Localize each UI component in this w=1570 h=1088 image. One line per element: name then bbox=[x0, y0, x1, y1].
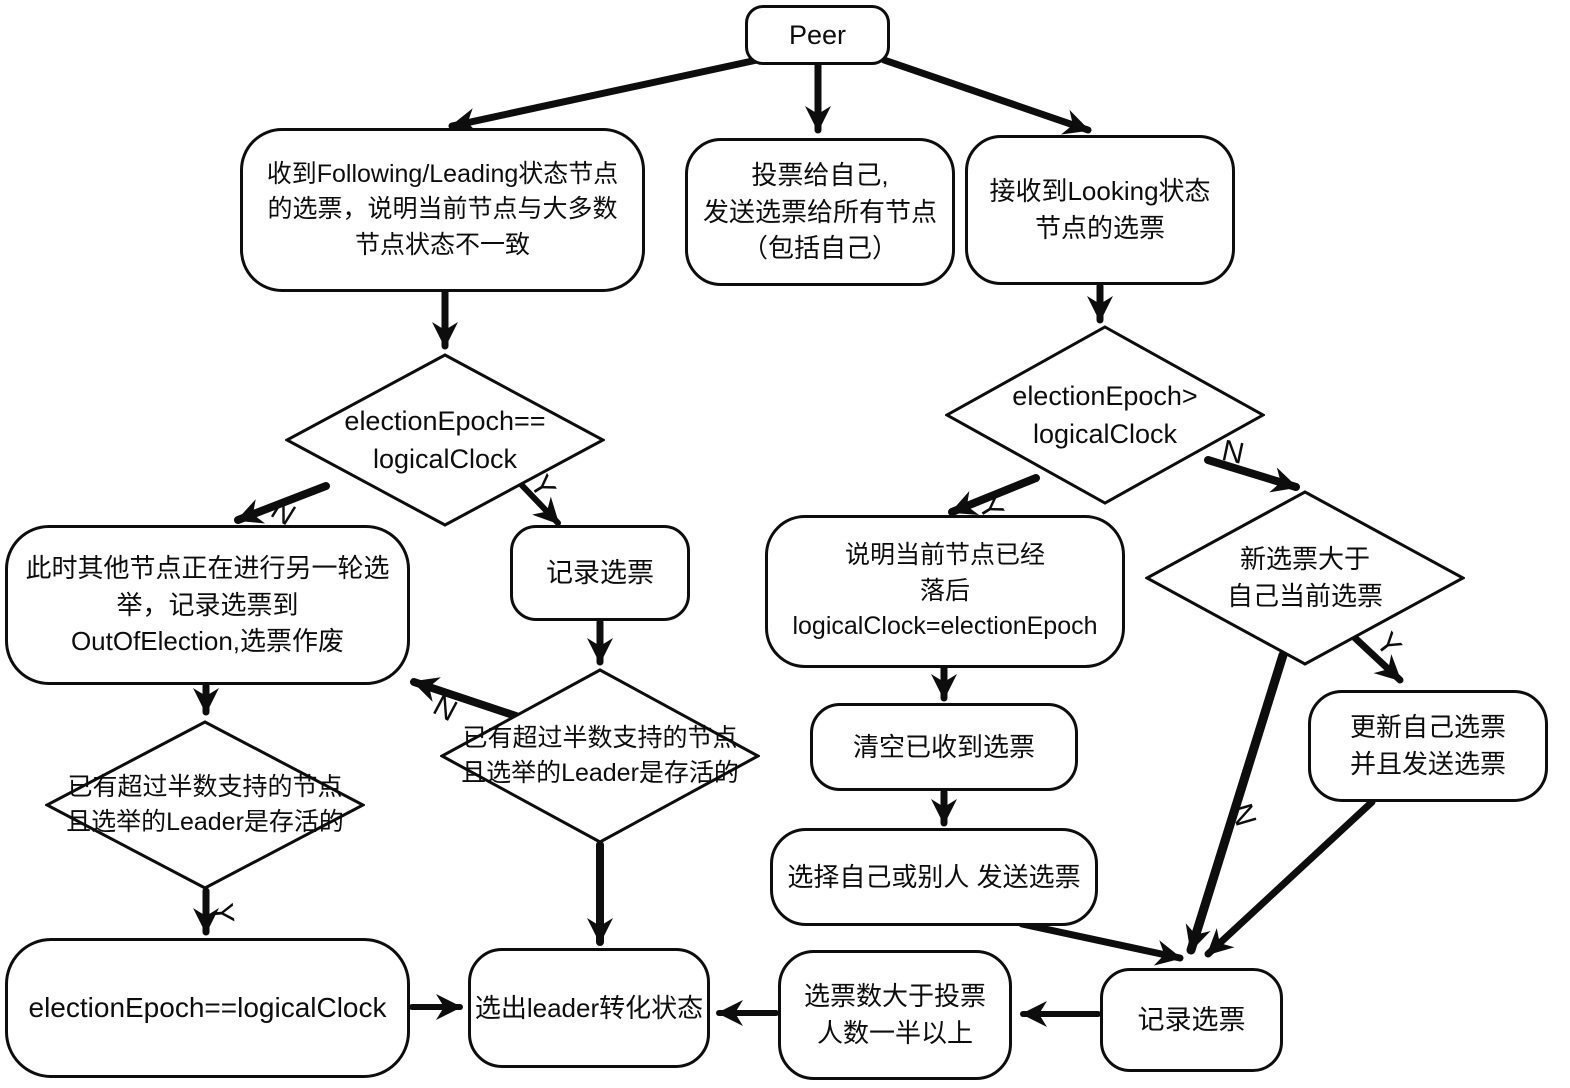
node-receive-looking-label: 接收到Looking状态 节点的选票 bbox=[989, 176, 1211, 243]
node-record-vote-bottom: 记录选票 bbox=[1100, 968, 1283, 1072]
node-update-and-send-vote: 更新自己选票 并且发送选票 bbox=[1308, 690, 1548, 802]
node-other-election-round-label: 此时其他节点正在进行另一轮选 举，记录选票到 OutOfElection,选票作… bbox=[25, 552, 390, 657]
node-clear-received-votes: 清空已收到选票 bbox=[810, 703, 1078, 791]
node-other-election-round: 此时其他节点正在进行另一轮选 举，记录选票到 OutOfElection,选票作… bbox=[5, 525, 410, 685]
edge-new-vote-no-to-record-bottom bbox=[1185, 650, 1288, 955]
decision-new-vote-greater-label: 新选票大于 自己当前选票 bbox=[1226, 544, 1383, 611]
node-behind: 说明当前节点已经 落后 logicalClock=electionEpoch bbox=[765, 515, 1125, 668]
edge-choose-send-to-record-bottom bbox=[1018, 920, 1184, 966]
decision-majority-alive-left-shape bbox=[45, 720, 365, 890]
node-election-epoch-equal-bottom: electionEpoch==logicalClock bbox=[5, 938, 410, 1078]
node-clear-received-votes-label: 清空已收到选票 bbox=[852, 731, 1035, 762]
decision-election-epoch-greater-label: electionEpoch> logicalClock bbox=[1012, 380, 1198, 449]
edge-new-vote-yes-to-update-vote bbox=[1351, 634, 1404, 684]
node-elect-leader: 选出leader转化状态 bbox=[468, 948, 710, 1068]
edge-update-vote-to-record-bottom bbox=[1204, 798, 1376, 958]
edge-label-yes-majority-left: Y bbox=[205, 901, 240, 925]
node-elect-leader-label: 选出leader转化状态 bbox=[474, 992, 704, 1023]
node-behind-label: 说明当前节点已经 落后 logicalClock=electionEpoch bbox=[792, 541, 1098, 641]
node-choose-and-send: 选择自己或别人 发送选票 bbox=[770, 828, 1098, 926]
node-votes-over-half-label: 选票数大于投票 人数一半以上 bbox=[803, 981, 986, 1048]
decision-new-vote-greater: 新选票大于 自己当前选票 bbox=[1145, 490, 1465, 666]
decision-election-epoch-greater-shape bbox=[945, 325, 1265, 505]
edge-peer-to-received-following bbox=[448, 56, 761, 134]
node-update-and-send-vote-label: 更新自己选票 并且发送选票 bbox=[1349, 712, 1506, 779]
edge-epoch-greater-yes-to-behind bbox=[948, 474, 1040, 516]
node-election-epoch-equal-bottom-label: electionEpoch==logicalClock bbox=[28, 992, 387, 1024]
node-received-following-leading: 收到Following/Leading状态节点 的选票，说明当前节点与大多数 节… bbox=[240, 128, 645, 292]
node-choose-and-send-label: 选择自己或别人 发送选票 bbox=[787, 861, 1081, 892]
node-peer: Peer bbox=[745, 5, 890, 65]
node-votes-over-half: 选票数大于投票 人数一半以上 bbox=[778, 950, 1012, 1080]
node-record-vote-bottom-label: 记录选票 bbox=[1137, 1004, 1246, 1035]
edge-majority-middle-no-to-other-round bbox=[410, 677, 520, 720]
node-vote-for-self-label: 投票给自己, 发送选票给所有节点 （包括自己） bbox=[702, 159, 937, 264]
node-record-vote-middle: 记录选票 bbox=[510, 525, 690, 621]
decision-election-epoch-equal-shape bbox=[285, 353, 605, 527]
decision-majority-alive-left: 已有超过半数支持的节点 且选举的Leader是存活的 bbox=[45, 720, 365, 890]
edge-epoch-greater-no-to-new-vote bbox=[1204, 456, 1300, 493]
edge-peer-to-receive-looking bbox=[880, 56, 1092, 135]
node-receive-looking: 接收到Looking状态 节点的选票 bbox=[965, 135, 1235, 285]
decision-election-epoch-equal: electionEpoch== logicalClock bbox=[285, 353, 605, 527]
node-received-following-leading-label: 收到Following/Leading状态节点 的选票，说明当前节点与大多数 节… bbox=[266, 159, 619, 259]
decision-election-epoch-greater: electionEpoch> logicalClock bbox=[945, 325, 1265, 505]
decision-majority-alive-left-label: 已有超过半数支持的节点 且选举的Leader是存活的 bbox=[66, 772, 344, 837]
decision-majority-alive-middle: 已有超过半数支持的节点 且选举的Leader是存活的 bbox=[440, 668, 760, 844]
node-vote-for-self: 投票给自己, 发送选票给所有节点 （包括自己） bbox=[685, 138, 955, 286]
decision-new-vote-greater-shape bbox=[1145, 490, 1465, 666]
node-peer-label: Peer bbox=[788, 19, 847, 50]
decision-majority-alive-middle-shape bbox=[440, 668, 760, 844]
decision-majority-alive-middle-label: 已有超过半数支持的节点 且选举的Leader是存活的 bbox=[461, 723, 739, 788]
node-record-vote-middle-label: 记录选票 bbox=[546, 557, 654, 588]
edge-epoch-equal-no-to-other-round bbox=[234, 482, 330, 524]
decision-election-epoch-equal-label: electionEpoch== logicalClock bbox=[344, 405, 546, 474]
